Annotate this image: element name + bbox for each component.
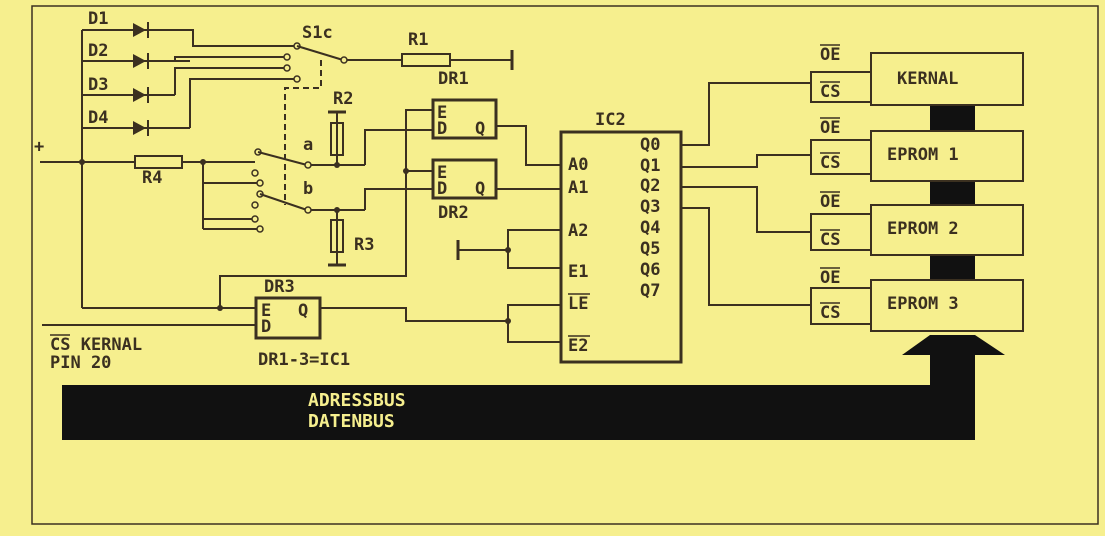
label-ic2_inputs-5: E2 bbox=[568, 336, 588, 356]
label-pin20: PIN 20 bbox=[50, 353, 111, 373]
label-kernal: KERNAL bbox=[897, 69, 958, 89]
memory-eprom-2: OE CS EPROM 2 bbox=[810, 191, 1024, 256]
resistor-r3 bbox=[330, 219, 344, 253]
led-group: D1 D2 D3 D4 bbox=[81, 9, 296, 308]
frame bbox=[31, 5, 1099, 525]
label-ic2_outputs-5: Q5 bbox=[640, 239, 660, 259]
label-oe: OE bbox=[820, 268, 840, 288]
label-ic1-note: DR1-3=IC1 bbox=[258, 350, 350, 370]
label-b: b bbox=[303, 179, 313, 199]
label-dr3: DR3 bbox=[264, 277, 295, 297]
label-cs: CS bbox=[820, 230, 840, 250]
decoder-ic2: IC2 A0 A1 A2 E1 LE E2 Q0 Q1 Q2 Q3 Q4 Q5 … bbox=[559, 110, 683, 364]
label-ic2_inputs-0: A0 bbox=[568, 155, 588, 175]
memory-eprom-3: OE CS EPROM 3 bbox=[810, 267, 1024, 332]
label-ic2_outputs-6: Q6 bbox=[640, 260, 660, 280]
switch-s1c: S1c R1 bbox=[283, 23, 514, 205]
label-ic2_inputs-3: E1 bbox=[568, 262, 588, 282]
label-d2: D2 bbox=[88, 41, 108, 61]
label-cs-kernal: CS KERNAL bbox=[50, 335, 142, 355]
label-ic2_outputs-0: Q0 bbox=[640, 135, 660, 155]
label-r3: R3 bbox=[354, 235, 374, 255]
label-eprom-1: EPROM 1 bbox=[887, 145, 959, 165]
label-e: E bbox=[261, 301, 271, 321]
label-plus: + bbox=[34, 137, 44, 157]
memory-kernal: OE CS KERNAL bbox=[810, 44, 1024, 106]
label-e: E bbox=[437, 163, 447, 183]
label-d3: D3 bbox=[88, 75, 108, 95]
label-oe: OE bbox=[820, 192, 840, 212]
label-ic2_outputs-1: Q1 bbox=[640, 156, 660, 176]
latch-dr1: DR1 ED Q bbox=[431, 69, 498, 140]
label-ic2: IC2 bbox=[595, 110, 626, 130]
led-d4: D4 bbox=[82, 108, 190, 136]
label-ic2_outputs-4: Q4 bbox=[640, 218, 660, 238]
label-ic2_inputs-1: A1 bbox=[568, 178, 588, 198]
latch-dr3: DR3 ED Q DR1-3=IC1 bbox=[254, 277, 350, 370]
label-q: Q bbox=[475, 179, 485, 199]
label-q: Q bbox=[475, 119, 485, 139]
led-d1: D1 bbox=[82, 9, 190, 38]
label-ic2_outputs-2: Q2 bbox=[640, 176, 660, 196]
bus-label-datenbus: DATENBUS bbox=[308, 411, 395, 432]
resistor-r4 bbox=[134, 155, 183, 169]
label-r2: R2 bbox=[333, 89, 353, 109]
label-ic2_inputs-4: LE bbox=[568, 294, 588, 314]
led-d2: D2 bbox=[82, 41, 190, 69]
supply-input: + R4 a b bbox=[34, 135, 313, 233]
latch-dr2: DR2 ED Q bbox=[431, 158, 498, 223]
label-ic2_outputs-3: Q3 bbox=[640, 197, 660, 217]
label-dr1: DR1 bbox=[438, 69, 469, 89]
label-a: a bbox=[303, 135, 313, 155]
bus-arrow: ADRESSBUS DATENBUS bbox=[62, 105, 1005, 440]
label-e: E bbox=[437, 103, 447, 123]
label-d: D bbox=[261, 317, 271, 337]
label-q: Q bbox=[298, 301, 308, 321]
resistors-r2-r3: R2 R3 bbox=[311, 89, 432, 267]
label-dr2: DR2 bbox=[438, 203, 469, 223]
label-oe: OE bbox=[820, 118, 840, 138]
label-d: D bbox=[437, 179, 447, 199]
bus-label-adressbus: ADRESSBUS bbox=[308, 390, 406, 411]
label-eprom-3: EPROM 3 bbox=[887, 294, 959, 314]
label-cs: CS bbox=[820, 303, 840, 323]
label-eprom-2: EPROM 2 bbox=[887, 219, 959, 239]
label-d4: D4 bbox=[88, 108, 108, 128]
led-d3: D3 bbox=[82, 75, 175, 103]
label-oe: OE bbox=[820, 45, 840, 65]
resistor-r2 bbox=[330, 122, 344, 156]
label-ic2_outputs-7: Q7 bbox=[640, 281, 660, 301]
label-r1: R1 bbox=[408, 30, 428, 50]
label-d1: D1 bbox=[88, 9, 108, 29]
label-cs: CS bbox=[820, 153, 840, 173]
label-cs: CS bbox=[820, 82, 840, 102]
resistor-r1 bbox=[401, 53, 451, 67]
memory-eprom-1: OE CS EPROM 1 bbox=[810, 117, 1024, 182]
label-r4: R4 bbox=[142, 168, 162, 188]
label-ic2_inputs-2: A2 bbox=[568, 221, 588, 241]
label-d: D bbox=[437, 119, 447, 139]
label-s1c: S1c bbox=[302, 23, 333, 43]
